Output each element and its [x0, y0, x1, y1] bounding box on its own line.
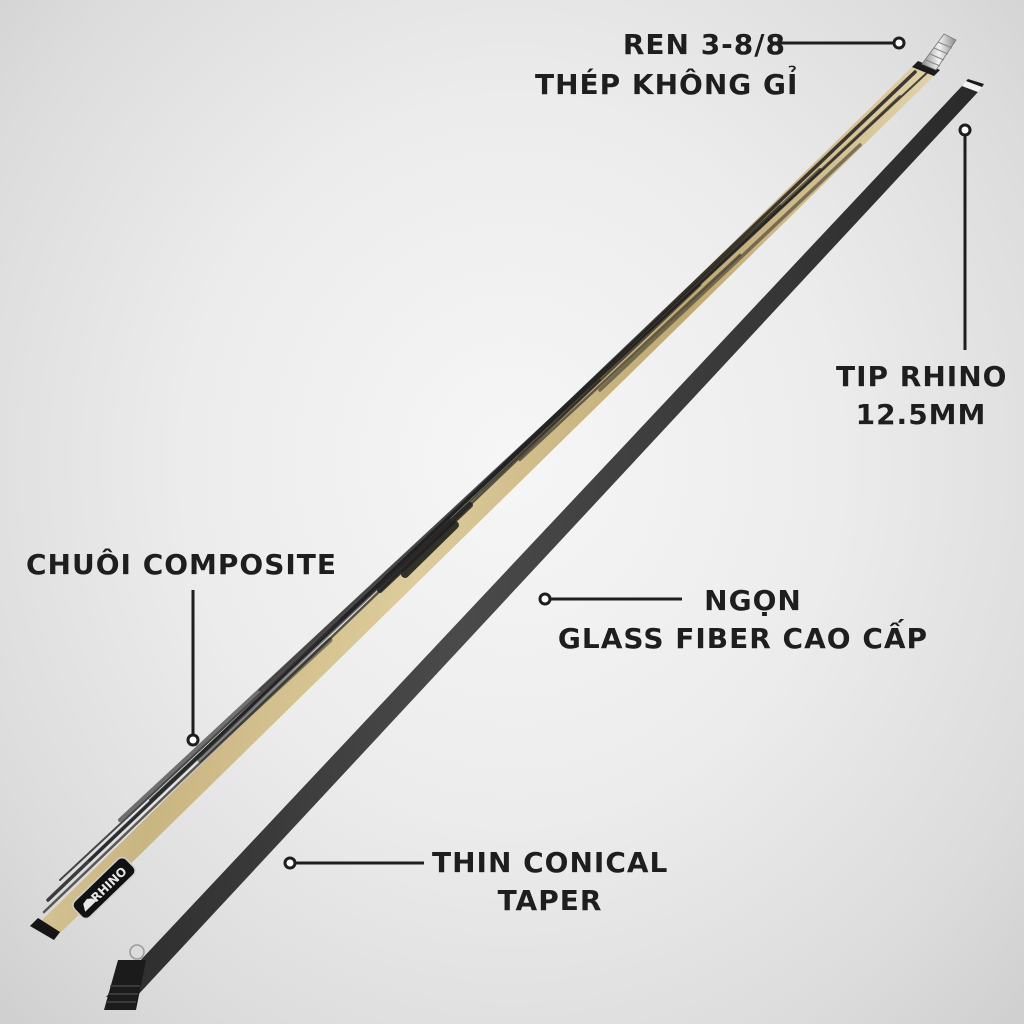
butt-body — [34, 65, 936, 938]
circle-outline-icon — [186, 733, 200, 747]
joint-label-line2: THÉP KHÔNG GỈ — [535, 68, 799, 101]
joint-label-sub: THÉP KHÔNG GỈ — [535, 66, 798, 104]
shaft-label: NGỌN GLASS FIBER CAO CẤP — [548, 582, 938, 658]
rhino-logo-icon — [83, 898, 97, 912]
joint-pin — [921, 33, 957, 71]
circle-outline-icon — [283, 856, 297, 870]
shaft-logo-icon — [129, 944, 145, 960]
shaft-label-line1: NGỌN — [704, 584, 802, 617]
butt-end-cap — [30, 918, 60, 940]
butt-label-text: CHUÔI COMPOSITE — [26, 548, 338, 581]
shaft-tip — [966, 79, 984, 87]
taper-label-line1: THIN CONICAL — [432, 846, 669, 879]
butt-joint-collar — [912, 61, 940, 76]
tip-label: TIP RHINO 12.5MM — [836, 358, 1006, 434]
cue-shaft — [104, 79, 984, 1010]
taper-label-line2: TAPER — [497, 884, 603, 917]
shaft-body — [106, 86, 978, 997]
shaft-joint-collar — [104, 960, 146, 1010]
circle-outline-icon — [892, 36, 906, 50]
circle-outline-icon — [538, 592, 552, 606]
shaft-ferrule — [962, 81, 982, 92]
butt-grain — [42, 69, 931, 914]
callouts — [186, 36, 972, 870]
joint-label: REN 3-8/8 — [623, 26, 786, 64]
circle-outline-icon — [958, 123, 972, 137]
taper-label: THIN CONICAL TAPER — [432, 844, 668, 920]
tip-label-line1: TIP RHINO — [836, 360, 1008, 393]
cue-butt: RHINO — [30, 33, 957, 940]
joint-label-line1: REN 3-8/8 — [622, 28, 786, 61]
tip-label-line2: 12.5MM — [855, 398, 987, 431]
shaft-label-line2: GLASS FIBER CAO CẤP — [557, 622, 929, 655]
butt-label: CHUÔI COMPOSITE — [26, 546, 337, 584]
